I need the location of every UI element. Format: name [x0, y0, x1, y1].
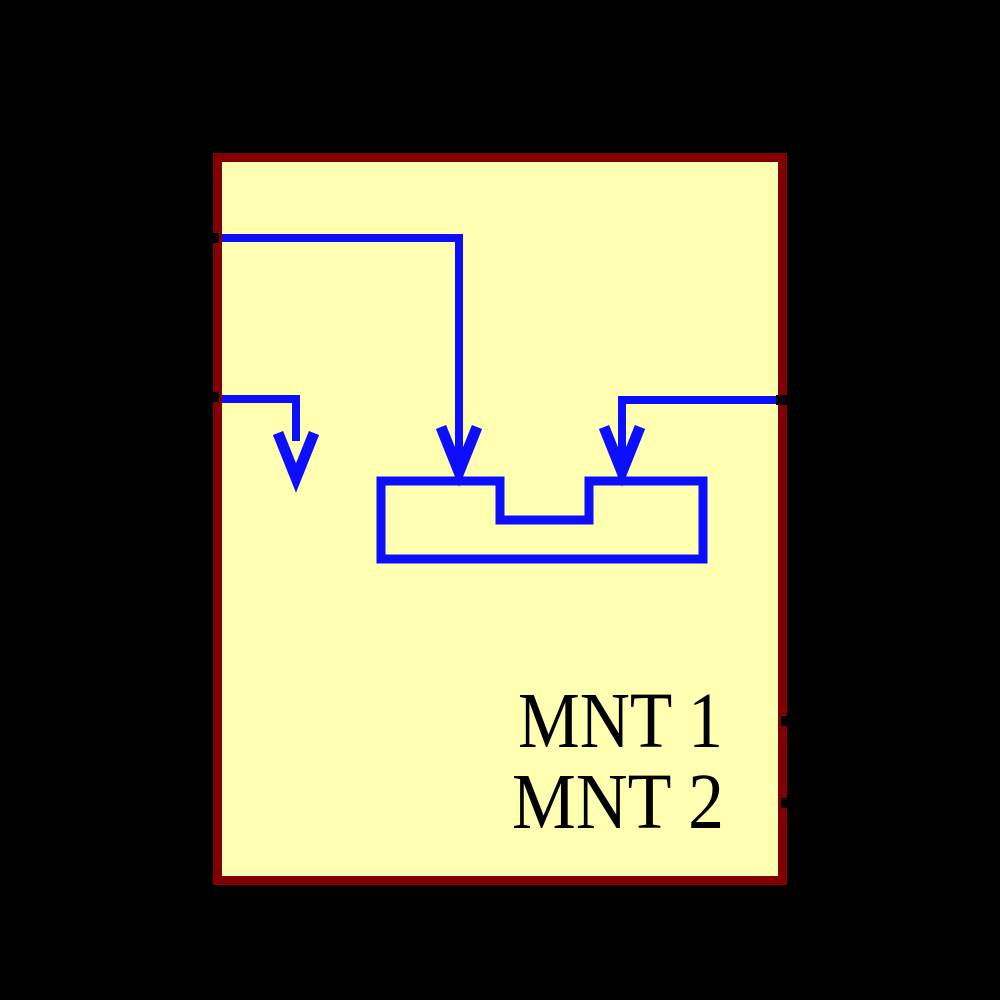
arrow-down-icon	[598, 424, 646, 487]
port-label-mnt1: MNT 1	[518, 678, 723, 765]
wire-left-port	[222, 395, 300, 441]
wire-right-port	[618, 396, 778, 469]
arrow-down-icon	[435, 424, 483, 487]
port-tick-left	[206, 392, 219, 402]
component-outline	[376, 476, 708, 564]
port-tick-mnt2	[781, 798, 793, 808]
port-tick-top-left	[206, 233, 219, 243]
port-tick-right	[776, 395, 792, 405]
wire-top-left-port	[222, 234, 463, 469]
port-label-mnt2: MNT 2	[512, 759, 724, 846]
arrow-down-icon	[272, 430, 320, 493]
port-tick-mnt1	[781, 716, 793, 726]
